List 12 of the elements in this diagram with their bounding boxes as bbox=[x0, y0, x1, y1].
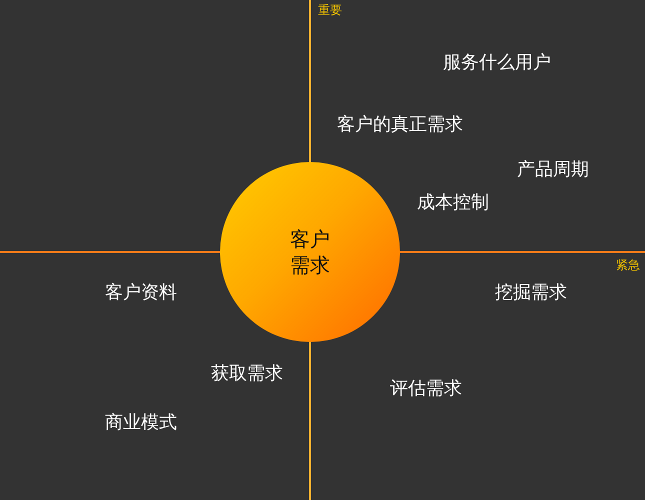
axis-label: 紧急 bbox=[616, 258, 640, 272]
quadrant-label: 产品周期 bbox=[517, 159, 589, 181]
quadrant-label: 挖掘需求 bbox=[495, 282, 567, 304]
quadrant-label: 获取需求 bbox=[211, 363, 283, 385]
quadrant-label: 商业模式 bbox=[105, 412, 177, 434]
quadrant-label: 客户资料 bbox=[105, 282, 177, 304]
quadrant-label: 成本控制 bbox=[417, 192, 489, 214]
quadrant-label: 服务什么用户 bbox=[443, 52, 551, 74]
quadrant-label: 客户的真正需求 bbox=[337, 114, 463, 136]
quadrant-label: 评估需求 bbox=[390, 378, 462, 400]
circle-text: 客户需求 bbox=[290, 226, 330, 278]
axis-label: 重要 bbox=[318, 2, 342, 18]
